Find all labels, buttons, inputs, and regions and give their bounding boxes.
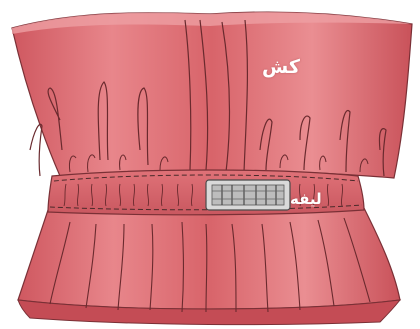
elastic-insert — [206, 180, 290, 210]
lower-ruffle — [18, 208, 400, 309]
upper-fabric-body — [12, 12, 412, 178]
casing-label: لیفه — [290, 190, 322, 208]
elastic-label: کش — [262, 56, 300, 78]
